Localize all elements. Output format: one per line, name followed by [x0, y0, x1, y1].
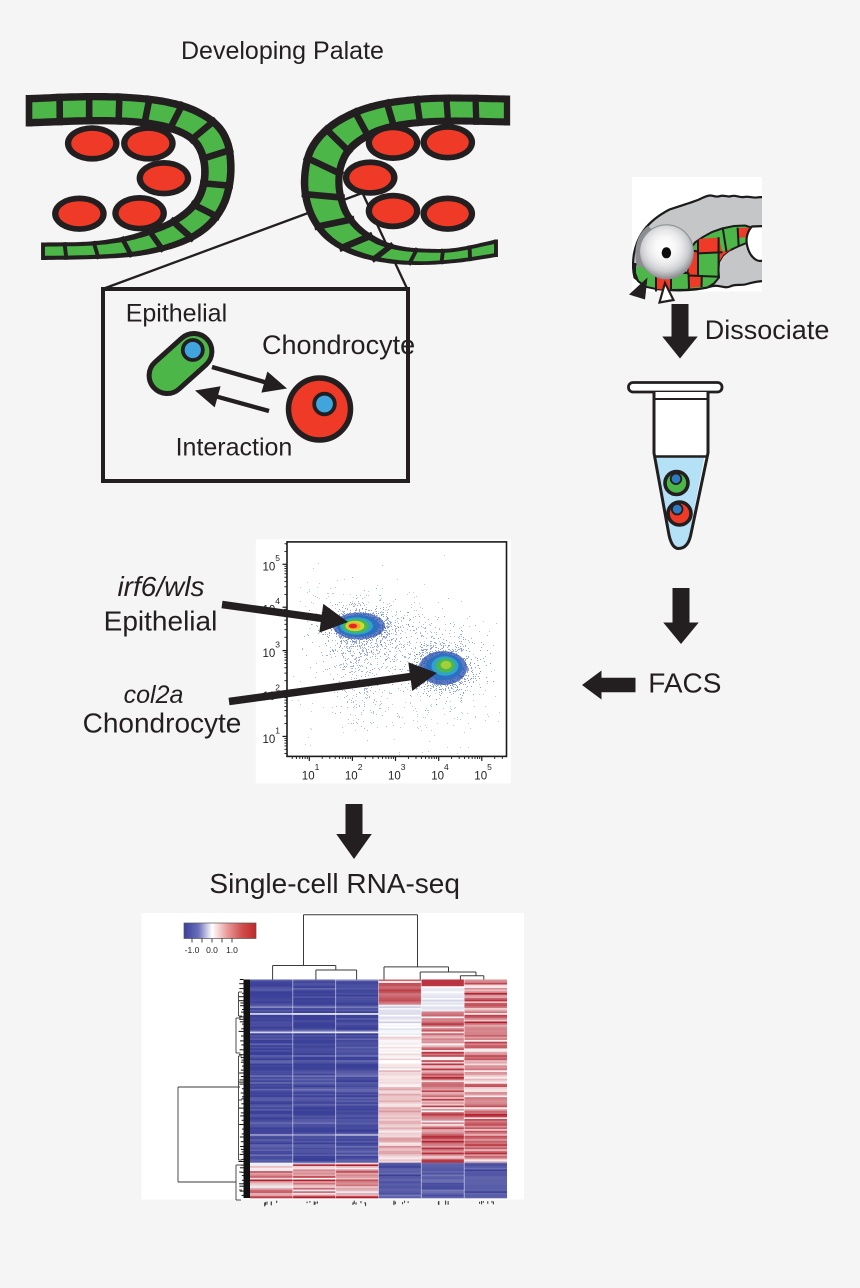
svg-text:Dissociate: Dissociate [705, 315, 830, 345]
svg-text:Single-cell RNA-seq: Single-cell RNA-seq [209, 868, 460, 899]
svg-text:Epithelial: Epithelial [104, 606, 218, 637]
svg-text:0.0: 0.0 [206, 945, 218, 955]
svg-text:irf6/wls: irf6/wls [117, 571, 204, 602]
svg-text:Interaction: Interaction [176, 434, 293, 462]
svg-text:Developing Palate: Developing Palate [181, 37, 384, 65]
svg-text:Chondrocyte: Chondrocyte [262, 330, 415, 360]
svg-text:col2a: col2a [124, 681, 184, 709]
svg-text:-1.0: -1.0 [185, 945, 200, 955]
svg-text:FACS: FACS [648, 667, 721, 698]
svg-text:Chondrocyte: Chondrocyte [83, 708, 242, 739]
svg-text:1.0: 1.0 [226, 945, 238, 955]
svg-text:Epithelial: Epithelial [126, 300, 227, 328]
